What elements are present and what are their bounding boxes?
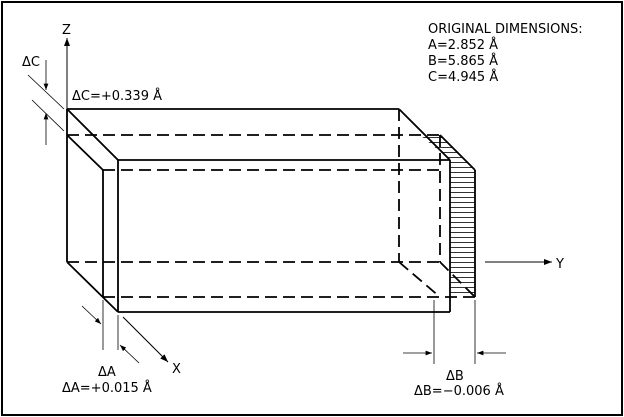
x-axis [122,316,169,363]
dimension-c: C=4.945 Å [428,69,498,85]
y-axis-label: Y [555,257,564,272]
z-axis-label: Z [62,23,71,38]
delta-c-value: ΔC=+0.339 Å [72,88,162,104]
original-dimensions: ORIGINAL DIMENSIONS: A=2.852 Å B=5.865 Å… [428,22,583,85]
dimension-a: A=2.852 Å [428,37,498,53]
delta-b-hatch [420,135,475,297]
delta-a-value: ΔA=+0.015 Å [62,380,152,396]
delta-b-symbol: ΔB [446,369,464,384]
dimension-b: B=5.865 Å [428,53,498,69]
original-dimensions-title: ORIGINAL DIMENSIONS: [428,22,583,37]
axes [64,38,552,363]
delta-a-symbol: ΔA [98,365,116,380]
deformed-box [67,109,476,298]
deformed-box-solid [66,134,476,297]
delta-c-symbol: ΔC [22,55,40,70]
x-axis-label: X [172,362,181,377]
dimension-lines [27,60,506,364]
delta-b-value: ΔB=−0.006 Å [414,383,504,399]
original-box [66,108,451,313]
